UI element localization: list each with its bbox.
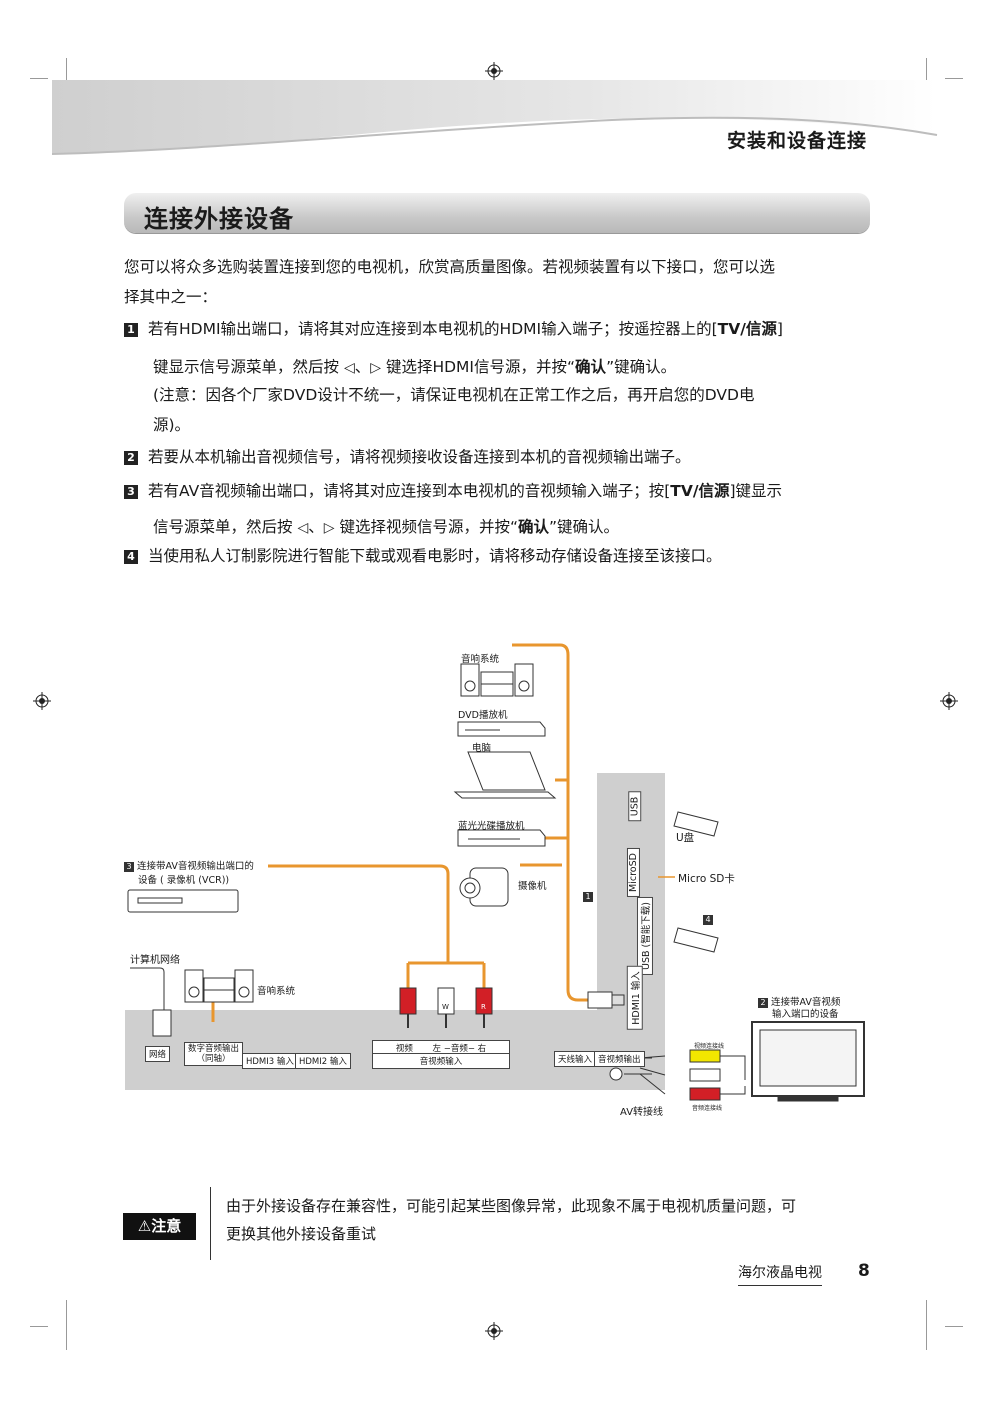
- vcr-icon: [127, 889, 239, 913]
- port-hdmi2: HDMI2 输入: [295, 1053, 351, 1069]
- label-audio-cable: 音频连接线: [692, 1105, 723, 1112]
- footer-brand: 海尔液晶电视: [738, 1262, 822, 1286]
- registration-mark-icon: [485, 1322, 503, 1340]
- hdmi-plug-icon: [587, 991, 625, 1009]
- dvd-player-icon: [457, 721, 546, 737]
- label-video-cable: 视频连接线: [694, 1043, 725, 1050]
- right-arrow-icon: ▷: [323, 520, 335, 536]
- item-number-badge: 2: [124, 451, 138, 465]
- list-item-line: 源)。: [153, 416, 191, 434]
- right-arrow-icon: ▷: [370, 360, 382, 376]
- label-camcorder: 摄像机: [518, 881, 547, 892]
- port-network: 网络: [145, 1046, 171, 1062]
- laptop-icon: [453, 751, 557, 799]
- registration-mark-icon: [33, 692, 51, 710]
- port-microsd: MicroSD: [626, 848, 640, 897]
- crop-mark: [945, 78, 963, 79]
- label-av-cable: AV转接线: [620, 1107, 664, 1118]
- label-network: 计算机网络: [130, 955, 180, 966]
- section-title: 连接外接设备: [144, 205, 294, 233]
- port-hdmi3: HDMI3 输入: [242, 1053, 298, 1069]
- item-number-badge: 4: [124, 550, 138, 564]
- label-pc: 电脑: [472, 743, 492, 754]
- header-swoosh: [52, 80, 938, 155]
- rca-plug-white-icon: [437, 987, 455, 1028]
- list-item-line: 键显示信号源菜单，然后按 ◁、▷ 键选择HDMI信号源，并按“确认”键确认。: [153, 358, 677, 376]
- camcorder-icon: [459, 867, 509, 907]
- tv-icon: [751, 1021, 865, 1102]
- port-usb-smart: USB (智能下载): [636, 897, 653, 975]
- note-divider: [210, 1187, 211, 1260]
- label-microsd: Micro SD卡: [678, 873, 735, 885]
- crop-mark: [945, 1326, 963, 1327]
- label-udisk: U盘: [676, 832, 695, 844]
- usb-stick-icon: [673, 927, 719, 953]
- speaker-icon: [460, 663, 534, 697]
- port-av-out: 音视频输出: [594, 1051, 645, 1067]
- marker-4: 4: [703, 914, 716, 925]
- port-antenna: 天线输入: [554, 1051, 597, 1067]
- usb-stick-icon: [673, 811, 719, 837]
- registration-mark-icon: [940, 692, 958, 710]
- page-number: 8: [858, 1261, 870, 1281]
- cable-av-vcr: [268, 864, 450, 963]
- note-badge: ⚠注意: [123, 1213, 196, 1240]
- crop-mark: [66, 1300, 67, 1350]
- label-dvd: DVD播放机: [458, 710, 508, 721]
- note-line-1: 由于外接设备存在兼容性，可能引起某些图像异常，此现象不属于电视机质量问题，可: [226, 1197, 797, 1215]
- list-item-line: 信号源菜单，然后按 ◁、▷ 键选择视频信号源，并按“确认”键确认。: [153, 518, 620, 536]
- label-bluray: 蓝光光碟播放机: [458, 821, 525, 832]
- plug-letter-r: R: [481, 1003, 486, 1011]
- rca-plug-red-icon: [399, 987, 417, 1028]
- port-hdmi1: HDMI1 输入: [626, 966, 643, 1030]
- rca-connector-red-icon: [689, 1087, 721, 1101]
- av-jack-icon: [609, 1067, 623, 1081]
- port-av-in: 音视频输入: [372, 1053, 510, 1069]
- rca-connector-yellow-icon: [689, 1049, 721, 1063]
- section-title-band: [124, 193, 870, 233]
- intro-line-1: 您可以将众多选购装置连接到您的电视机，欣赏高质量图像。若视频装置有以下接口，您可…: [124, 258, 776, 276]
- speaker-icon: [184, 969, 254, 1003]
- rca-plug-red-icon: [475, 987, 493, 1028]
- label-vcr-2: 设备 ( 录像机 (VCR)): [138, 875, 230, 886]
- bluray-player-icon: [457, 829, 546, 847]
- list-item-line: (注意：因各个厂家DVD设计不统一，请保证电视机在正常工作之后，再开启您的DVD…: [153, 386, 755, 404]
- port-usb: USB: [628, 791, 642, 822]
- network-cable-icon: [130, 967, 172, 1037]
- header-section-title: 安装和设备连接: [726, 130, 867, 152]
- cable-hdmi-group: [512, 643, 588, 1002]
- rca-connector-white-icon: [689, 1068, 721, 1082]
- item-number-badge: 3: [124, 485, 138, 499]
- plug-letter-w: W: [442, 1003, 449, 1011]
- item-number-badge: 1: [124, 323, 138, 337]
- crop-mark: [926, 1300, 927, 1350]
- left-arrow-icon: ◁: [343, 360, 355, 376]
- port-digital-audio: 数字音频输出（同轴）: [184, 1042, 244, 1066]
- label-audio-top: 音响系统: [461, 654, 500, 665]
- label-audio-bottom: 音响系统: [257, 986, 296, 997]
- intro-line-2: 择其中之一：: [124, 288, 218, 306]
- note-line-2: 更换其他外接设备重试: [226, 1225, 377, 1243]
- crop-mark: [30, 1326, 48, 1327]
- registration-mark-icon: [485, 62, 503, 80]
- label-tv-2: 输入端口的设备: [772, 1009, 839, 1020]
- crop-mark: [30, 78, 48, 79]
- left-arrow-icon: ◁: [297, 520, 309, 536]
- marker-1: 1: [583, 891, 596, 902]
